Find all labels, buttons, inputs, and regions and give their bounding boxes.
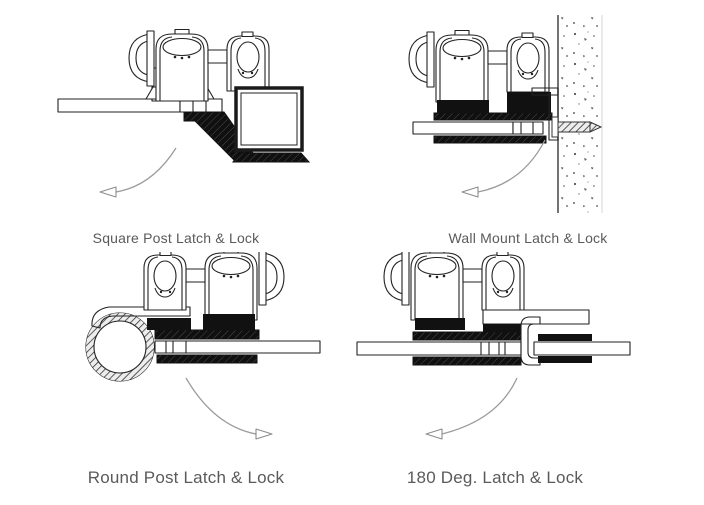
round-post-shape xyxy=(85,312,155,382)
glass-panel xyxy=(412,121,544,135)
figure-180-deg xyxy=(356,252,631,440)
label-wall-mount: Wall Mount Latch & Lock xyxy=(448,230,608,246)
swing-arrow-icon xyxy=(425,377,518,440)
latch-assembly xyxy=(143,252,285,321)
swing-arrow-icon xyxy=(185,377,273,440)
clamp-plates xyxy=(433,92,553,144)
glass-panel xyxy=(154,340,321,354)
figure-wall-mount xyxy=(408,15,603,213)
post-strap-bracket xyxy=(91,306,191,329)
clamp-plates xyxy=(147,314,260,364)
figure-round-post xyxy=(85,252,321,440)
label-180-deg: 180 Deg. Latch & Lock xyxy=(406,468,584,487)
wall-shape xyxy=(557,15,603,213)
swing-arrow-icon xyxy=(461,139,546,198)
square-post-shape xyxy=(231,86,311,163)
glass-panel-left xyxy=(356,341,522,356)
swing-arrow-icon xyxy=(99,147,177,198)
label-round-post: Round Post Latch & Lock xyxy=(87,468,285,487)
figure-square-post xyxy=(57,28,311,198)
glass-panel-right xyxy=(533,334,631,363)
latch-assembly xyxy=(408,29,550,103)
wall-bracket xyxy=(531,87,559,141)
label-square-post: Square Post Latch & Lock xyxy=(92,230,260,246)
screw-anchor xyxy=(557,121,603,133)
